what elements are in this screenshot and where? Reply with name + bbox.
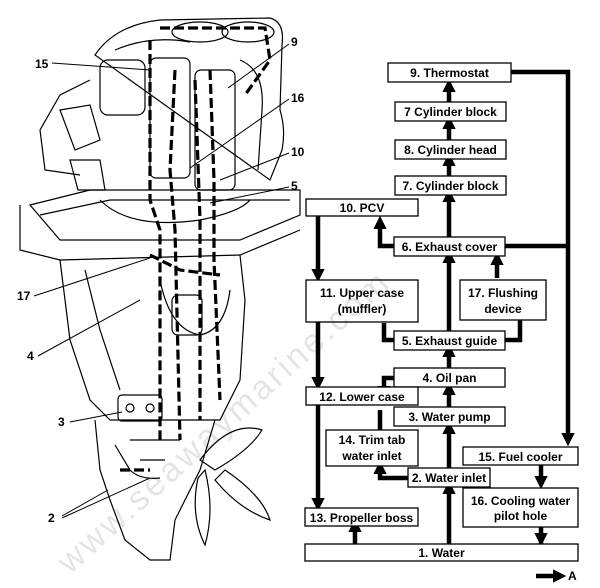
engine-callouts: 15 9 16 10 5 17 4 3 2 <box>17 35 305 525</box>
box-cylinder-head: 8. Cylinder head <box>394 139 507 160</box>
box-pilot-hole-label: 16. Cooling water <box>471 494 571 508</box>
legend-arrow-label: A <box>568 569 577 583</box>
box-pcv-label: 10. PCV <box>340 201 385 215</box>
box-cylinder-block-upper: 7 Cylinder block <box>394 101 507 122</box>
callout-2: 2 <box>48 511 55 525</box>
box-trim-tab-label: 14. Trim tab <box>339 433 406 447</box>
box-flushing-device-label2: device <box>484 302 522 316</box>
flow-arrows <box>311 69 575 547</box>
callout-5: 5 <box>291 179 298 193</box>
box-cylinder-block-lower: 7. Cylinder block <box>394 175 507 196</box>
box-oil-pan-label: 4. Oil pan <box>422 371 476 385</box>
box-cylinder-block-lower-label: 7. Cylinder block <box>402 179 498 193</box>
flow-boxes: 9. Thermostat 7 Cylinder block 8. Cylind… <box>304 62 579 562</box>
callout-3: 3 <box>58 415 65 429</box>
box-cooling-water-pilot-hole: 16. Cooling water pilot hole <box>462 487 579 528</box>
box-lower-case-label: 12. Lower case <box>319 390 405 404</box>
watermark: www.seawaymarine.com <box>49 262 398 581</box>
box-exhaust-guide-label: 5. Exhaust guide <box>402 334 498 348</box>
box-exhaust-guide: 5. Exhaust guide <box>393 330 506 351</box>
callout-9: 9 <box>291 35 298 49</box>
box-trim-tab-water-inlet: 14. Trim tab water inlet <box>325 429 419 467</box>
callout-10: 10 <box>291 145 305 159</box>
box-water-inlet-label: 2. Water inlet <box>412 471 486 485</box>
box-thermostat: 9. Thermostat <box>387 62 512 83</box>
box-water-pump-label: 3. Water pump <box>408 410 490 424</box>
box-cylinder-head-label: 8. Cylinder head <box>404 143 497 157</box>
box-propeller-boss: 13. Propeller boss <box>304 507 419 527</box>
box-thermostat-label: 9. Thermostat <box>410 66 489 80</box>
box-fuel-cooler: 15. Fuel cooler <box>462 446 579 466</box>
box-oil-pan: 4. Oil pan <box>393 367 506 388</box>
cooling-water-hoses <box>120 26 272 472</box>
box-water: 1. Water <box>304 543 579 562</box>
box-fuel-cooler-label: 15. Fuel cooler <box>478 450 562 464</box>
box-flushing-device-label: 17. Flushing <box>468 286 538 300</box>
outboard-engine-illustration <box>19 17 301 561</box>
callout-15: 15 <box>35 57 49 71</box>
box-upper-case: 11. Upper case (muffler) <box>305 279 419 323</box>
legend-arrow: A <box>536 569 577 583</box>
box-water-label: 1. Water <box>418 546 465 560</box>
box-water-inlet: 2. Water inlet <box>407 467 491 488</box>
box-trim-tab-label2: water inlet <box>341 449 401 463</box>
callout-17: 17 <box>17 289 31 303</box>
box-water-pump: 3. Water pump <box>393 406 506 427</box>
box-propeller-boss-label: 13. Propeller boss <box>310 511 414 525</box>
box-exhaust-cover-label: 6. Exhaust cover <box>402 240 498 254</box>
box-cylinder-block-upper-label: 7 Cylinder block <box>404 105 497 119</box>
box-exhaust-cover: 6. Exhaust cover <box>393 236 506 257</box>
box-pcv: 10. PCV <box>305 198 419 217</box>
box-upper-case-label2: (muffler) <box>338 302 387 316</box>
box-lower-case: 12. Lower case <box>305 386 419 406</box>
box-upper-case-label: 11. Upper case <box>320 286 404 300</box>
callout-16: 16 <box>291 91 305 105</box>
box-pilot-hole-label2: pilot hole <box>494 509 548 523</box>
box-flushing-device: 17. Flushing device <box>459 279 547 321</box>
callout-4: 4 <box>27 349 34 363</box>
